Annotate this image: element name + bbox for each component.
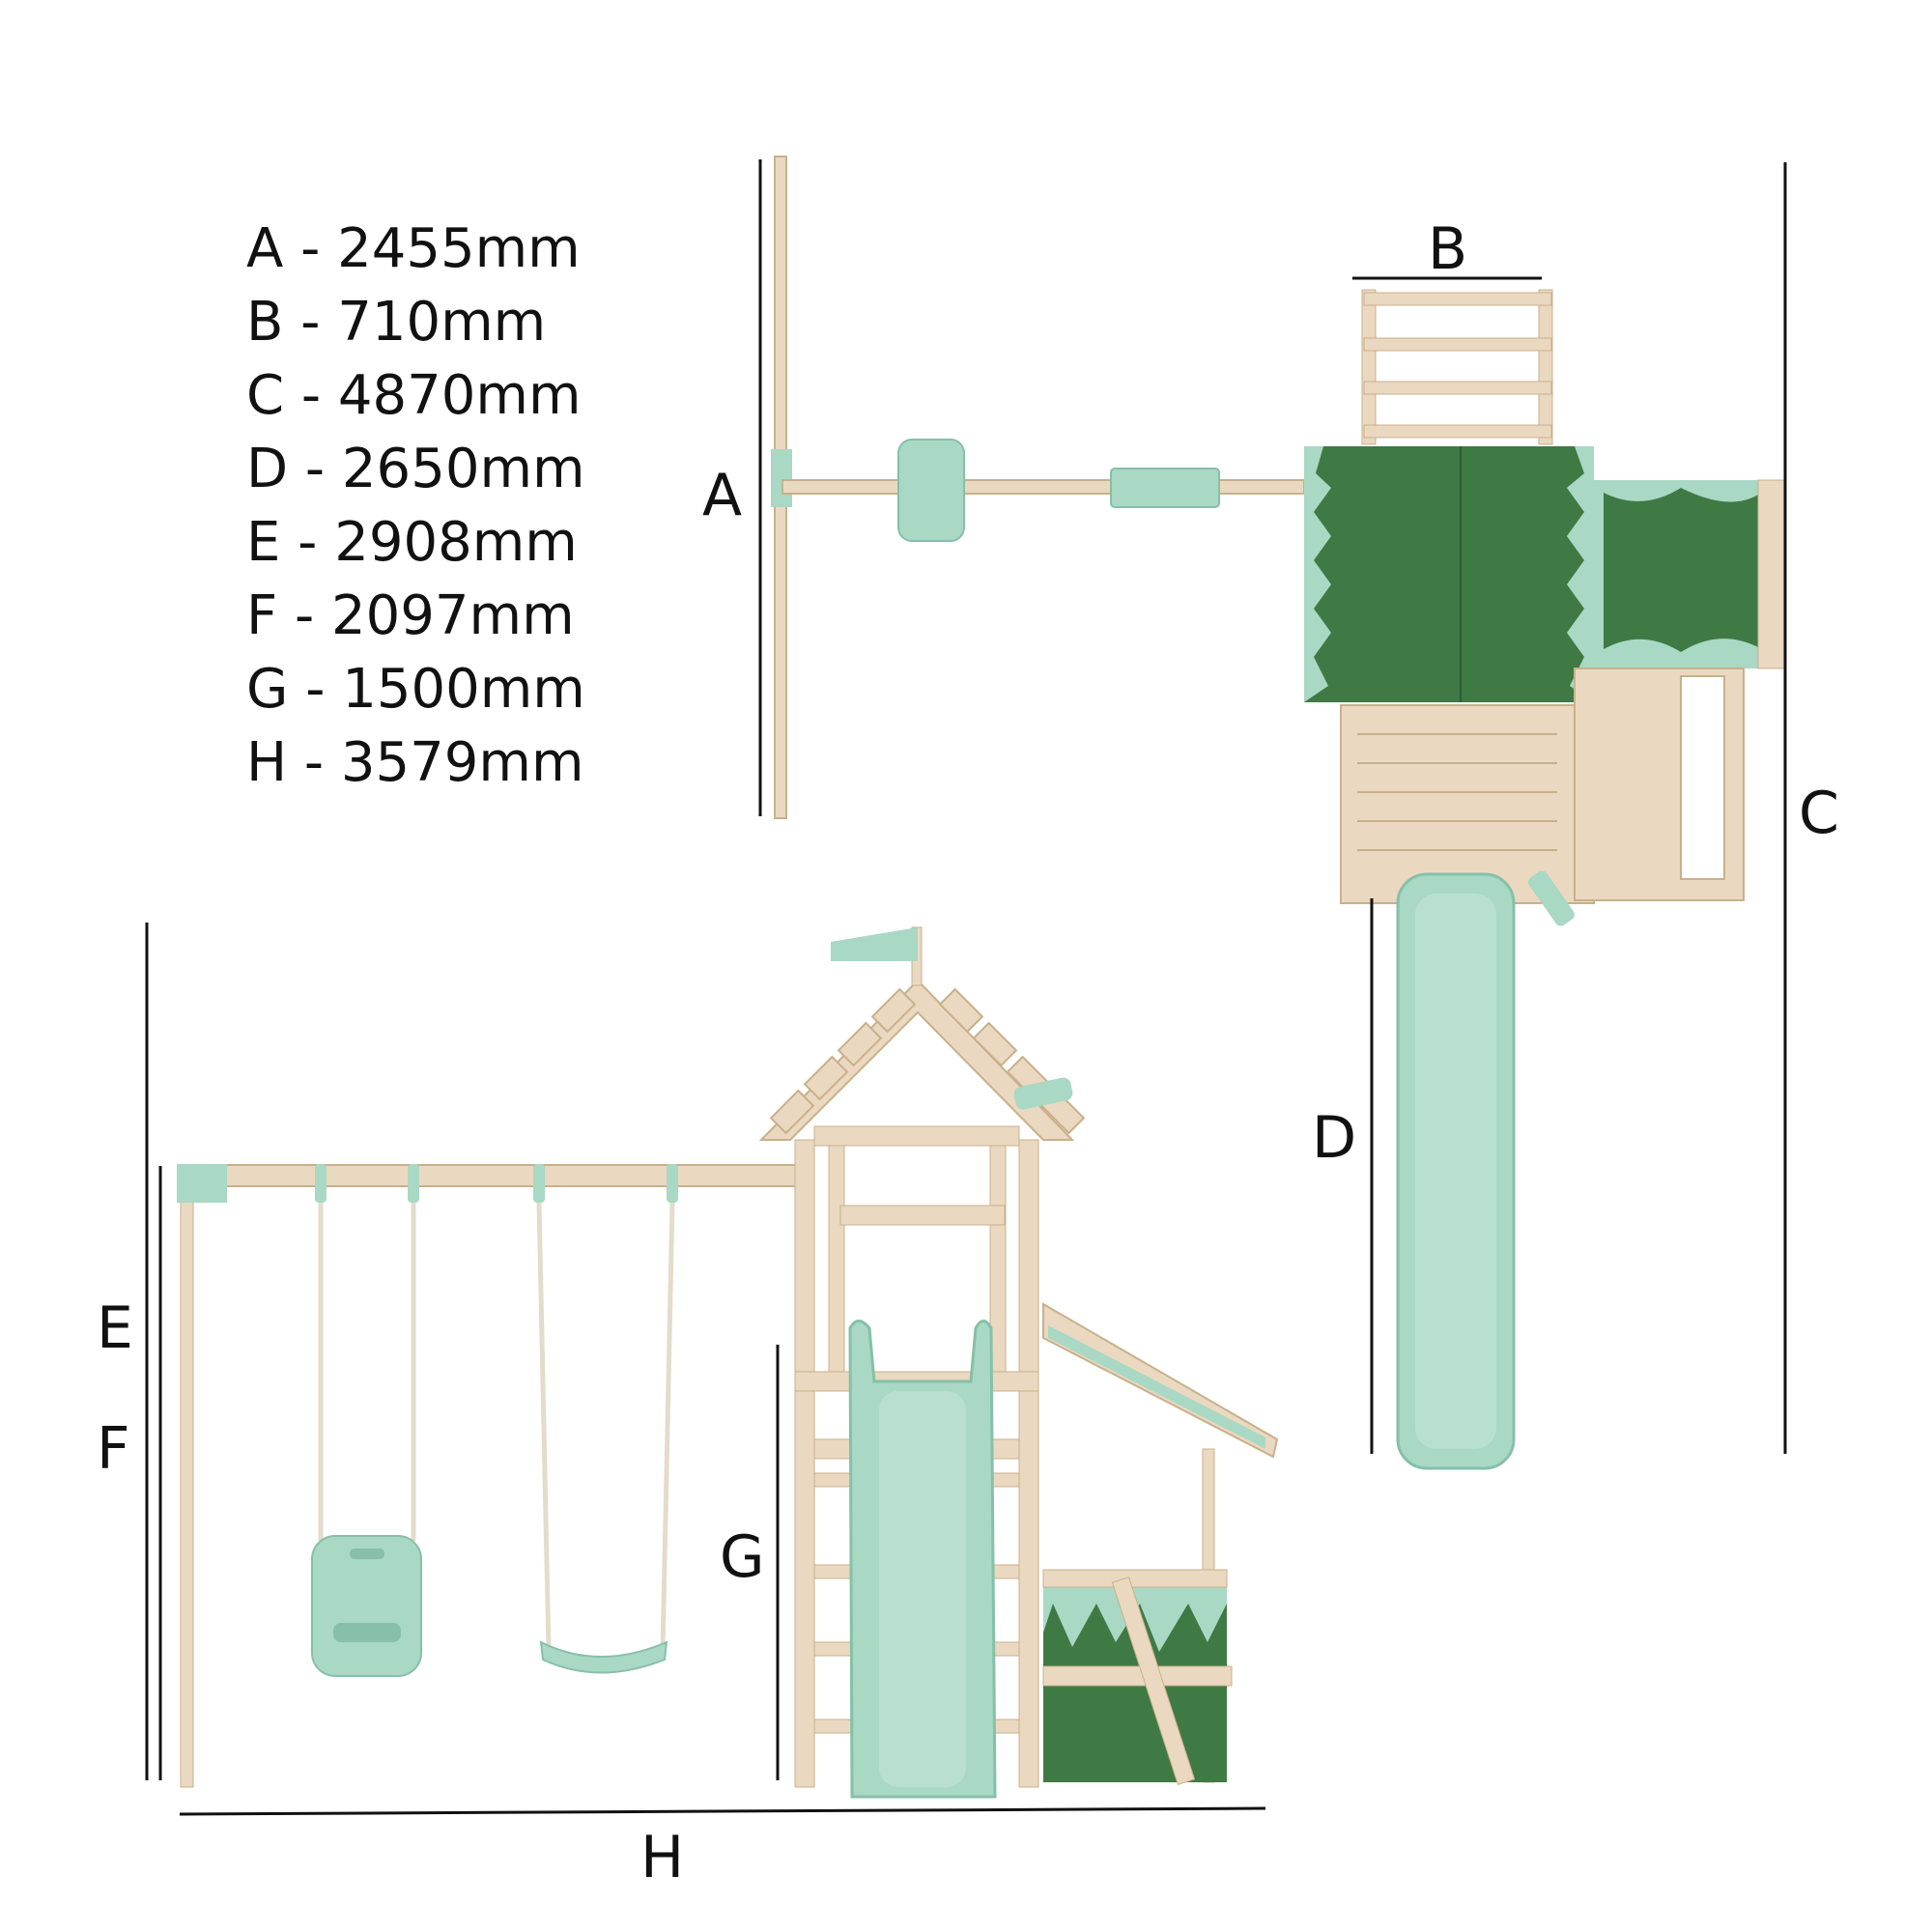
dim-label-c: C (1799, 780, 1839, 847)
legend-item-a: A - 2455mm (246, 217, 581, 280)
dim-label-a: A (702, 462, 742, 529)
dimension-legend: A - 2455mm B - 710mm C - 4870mm D - 2650… (246, 213, 585, 800)
playhouse-ladder (1111, 1576, 1196, 1786)
side-view (177, 926, 1279, 1799)
legend-item-f: F - 2097mm (246, 584, 575, 647)
legend-item-b: B - 710mm (246, 291, 547, 354)
tower-post-left (794, 1139, 815, 1788)
canopy-main-top (1304, 446, 1594, 702)
dimension-lines (145, 159, 1787, 1816)
canopy-side-center (1604, 488, 1758, 652)
canopy-main-fringe-left (1304, 446, 1331, 702)
belt-seat-side (539, 1640, 668, 1674)
climbing-ladder-top (1361, 289, 1553, 445)
belt-seat-top (1110, 468, 1220, 508)
legend-item-e: E - 2908mm (246, 511, 578, 574)
top-view (771, 156, 1786, 1470)
tower-roof (758, 979, 1086, 1141)
legend-item-c: C - 4870mm (246, 364, 582, 427)
dim-label-e: E (97, 1294, 133, 1362)
dim-line-h (179, 1806, 1266, 1816)
dim-label-b: B (1428, 215, 1467, 283)
telescope-top (1528, 870, 1575, 926)
dim-label-f: F (97, 1415, 130, 1483)
dim-label-h: H (640, 1824, 684, 1891)
dim-label-g: G (720, 1523, 765, 1591)
swing-frame-bracket (771, 449, 792, 507)
swing-beam-side (183, 1164, 798, 1187)
dimension-letters: A B C D E F G H (97, 215, 1839, 1891)
telescope-side (1013, 1077, 1073, 1110)
tower-post-right (1018, 1139, 1039, 1788)
legend-item-d: D - 2650mm (246, 438, 585, 500)
canopy-main-fringe-right (1567, 446, 1594, 702)
dim-label-d: D (1312, 1104, 1356, 1172)
swing-frame-leg (180, 1178, 194, 1788)
swing-beam-top (781, 479, 1305, 495)
legend-item-g: G - 1500mm (246, 658, 585, 721)
flag-icon (831, 927, 918, 961)
legend-item-h: H - 3579mm (246, 731, 584, 794)
toddler-seat-top (897, 439, 965, 542)
